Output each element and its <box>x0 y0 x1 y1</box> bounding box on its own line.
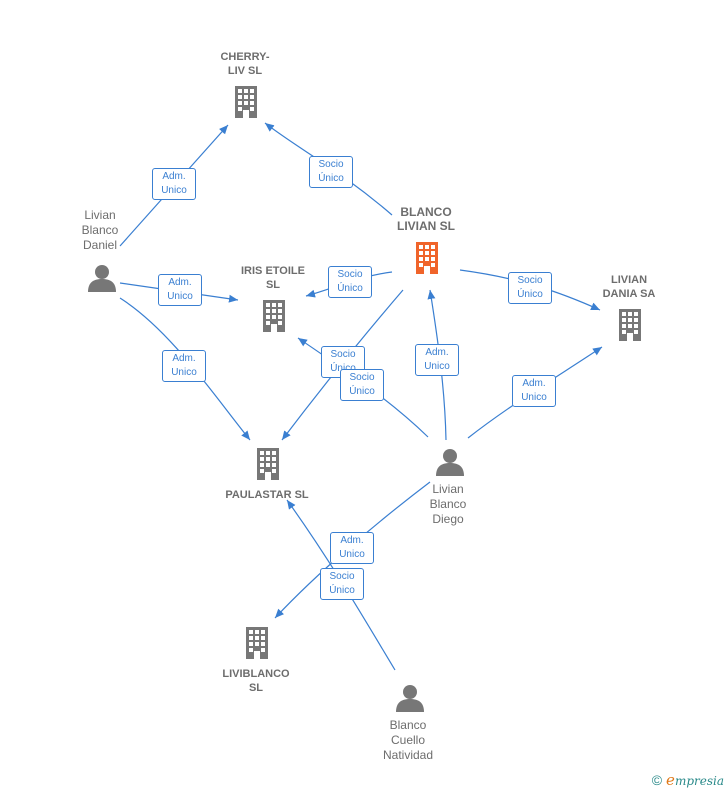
node-label-diego[interactable]: Livian Blanco Diego <box>429 482 467 526</box>
brand-name: mpresia <box>674 774 724 788</box>
paulastar-building-icon[interactable] <box>257 448 279 480</box>
edge-label-diego-iris: Socio Único <box>340 369 384 401</box>
edge-label-diego-liviblanco: Adm. Unico <box>330 532 374 564</box>
natividad-person-icon[interactable] <box>396 685 424 712</box>
node-label-daniel[interactable]: Livian Blanco Daniel <box>81 208 119 252</box>
edge-label-daniel-paulastar: Adm. Unico <box>162 350 206 382</box>
node-label-paulastar[interactable]: PAULASTAR SL <box>225 489 309 501</box>
node-label-cherry[interactable]: CHERRY- LIV SL <box>220 51 270 77</box>
daniel-person-icon[interactable] <box>88 265 116 292</box>
node-label-livian-dania[interactable]: LIVIAN DANIA SA <box>602 274 656 300</box>
edge-label-blanco-dania: Socio Único <box>508 272 552 304</box>
liviblanco-building-icon[interactable] <box>246 627 268 659</box>
node-label-blanco-livian[interactable]: BLANCO LIVIAN SL <box>396 205 455 233</box>
edge-label-diego-blanco: Adm. Unico <box>415 344 459 376</box>
copyright-icon: © <box>651 772 663 788</box>
cherry-building-icon[interactable] <box>235 86 257 118</box>
edge-label-daniel-cherry: Adm. Unico <box>152 168 196 200</box>
blanco-livian-building-icon[interactable] <box>416 242 438 274</box>
diego-person-icon[interactable] <box>436 449 464 476</box>
edge-label-blanco-iris: Socio Único <box>328 266 372 298</box>
brand-initial: e <box>666 771 675 789</box>
node-label-iris[interactable]: IRIS ETOILE SL <box>241 265 305 291</box>
footer-brand[interactable]: ©empresia <box>652 771 724 789</box>
iris-building-icon[interactable] <box>263 300 285 332</box>
node-label-liviblanco[interactable]: LIVIBLANCO SL <box>222 668 290 694</box>
node-label-natividad[interactable]: Blanco Cuello Natividad <box>382 718 434 762</box>
livian-dania-building-icon[interactable] <box>619 309 641 341</box>
edge-label-diego-dania: Adm. Unico <box>512 375 556 407</box>
edge-label-daniel-iris: Adm. Unico <box>158 274 202 306</box>
edge-label-natividad-paulastar: Socio Único <box>320 568 364 600</box>
edge-label-blanco-cherry: Socio Único <box>309 156 353 188</box>
